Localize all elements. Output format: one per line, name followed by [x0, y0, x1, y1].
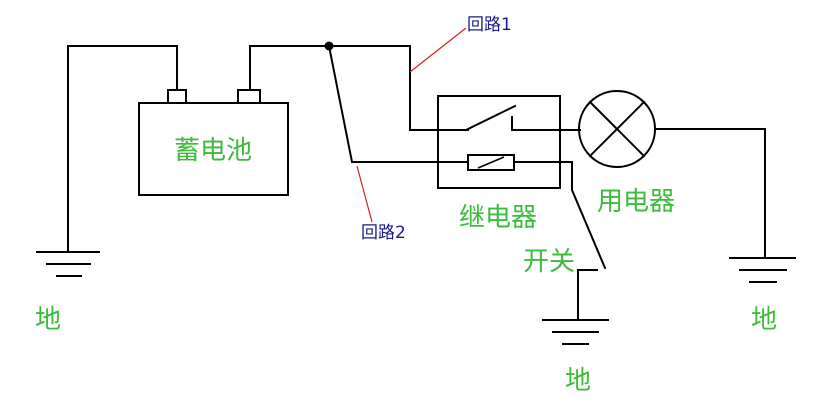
lamp-icon: [578, 90, 656, 168]
loop1-leader-line: [409, 27, 467, 73]
switch-lower-contact: [577, 269, 598, 321]
relay-contact-terminal: [511, 116, 581, 131]
ground-middle-label: 地: [565, 366, 591, 396]
battery-positive-terminal: [237, 89, 261, 104]
load-label: 用电器: [597, 187, 675, 217]
loop2-label: 回路2: [361, 223, 406, 243]
loop2-leader-line: [356, 165, 373, 223]
relay-label: 继电器: [459, 203, 537, 233]
battery-negative-terminal: [167, 89, 187, 104]
wire-load-to-ground: [654, 128, 766, 257]
loop1-label: 回路1: [467, 15, 512, 35]
relay-coil: [467, 154, 515, 171]
relay-contact-blade: [464, 104, 517, 132]
switch-label: 开关: [523, 247, 575, 277]
wire-loop2: [327, 44, 607, 270]
ground-right-icon: [729, 257, 796, 283]
battery-label: 蓄电池: [174, 136, 252, 166]
battery: [138, 89, 289, 196]
ground-right-label: 地: [751, 305, 777, 335]
ground-middle-icon: [542, 319, 609, 345]
ground-left-label: 地: [35, 305, 61, 335]
wire-battery-negative-to-ground: [67, 45, 178, 251]
ground-left-icon: [36, 251, 100, 277]
wire-battery-positive-to-relay: [249, 45, 469, 131]
relay: [437, 95, 581, 189]
